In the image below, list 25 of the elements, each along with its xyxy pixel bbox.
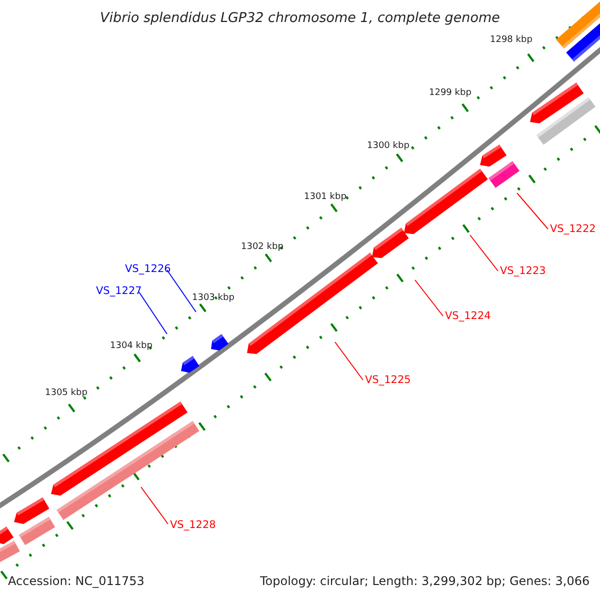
scale-label: 1300 kbp (367, 142, 410, 151)
leader-line (140, 486, 168, 524)
scale-label: 1301 kbp (304, 193, 346, 202)
gene-label: VS_1226 (125, 264, 171, 274)
leader-line (470, 234, 498, 272)
scale-label: 1304 kbp (110, 342, 152, 351)
title: Vibrio splendidus LGP32 chromosome 1, complete genome (99, 12, 501, 26)
leader-line (516, 192, 548, 230)
leader-line (414, 280, 444, 316)
scale-label: 1302 kbp (241, 243, 284, 252)
leader-line (166, 270, 196, 312)
gene-label: VS_1224 (445, 311, 491, 322)
footer-note: Accession: NC_011753 (8, 575, 144, 587)
footer-note: Topology: circular; Length: 3,299,302 bp; Genes: 3,066 (260, 575, 590, 587)
scale-label: 1299 kbp (429, 89, 472, 98)
gene-label: VS_1225 (365, 375, 411, 386)
leader-line (334, 342, 364, 380)
scale-label: 1305 kbp (45, 389, 88, 398)
gene-label: VS_1227 (96, 286, 142, 296)
scale-label: 1298 kbp (490, 36, 532, 45)
scale-label: 1303 kbp (192, 294, 234, 303)
gene-label: VS_1222 (550, 224, 596, 234)
leader-line (138, 292, 168, 334)
gene-label: VS_1223 (500, 266, 546, 276)
gene-label: VS_1228 (170, 520, 216, 530)
